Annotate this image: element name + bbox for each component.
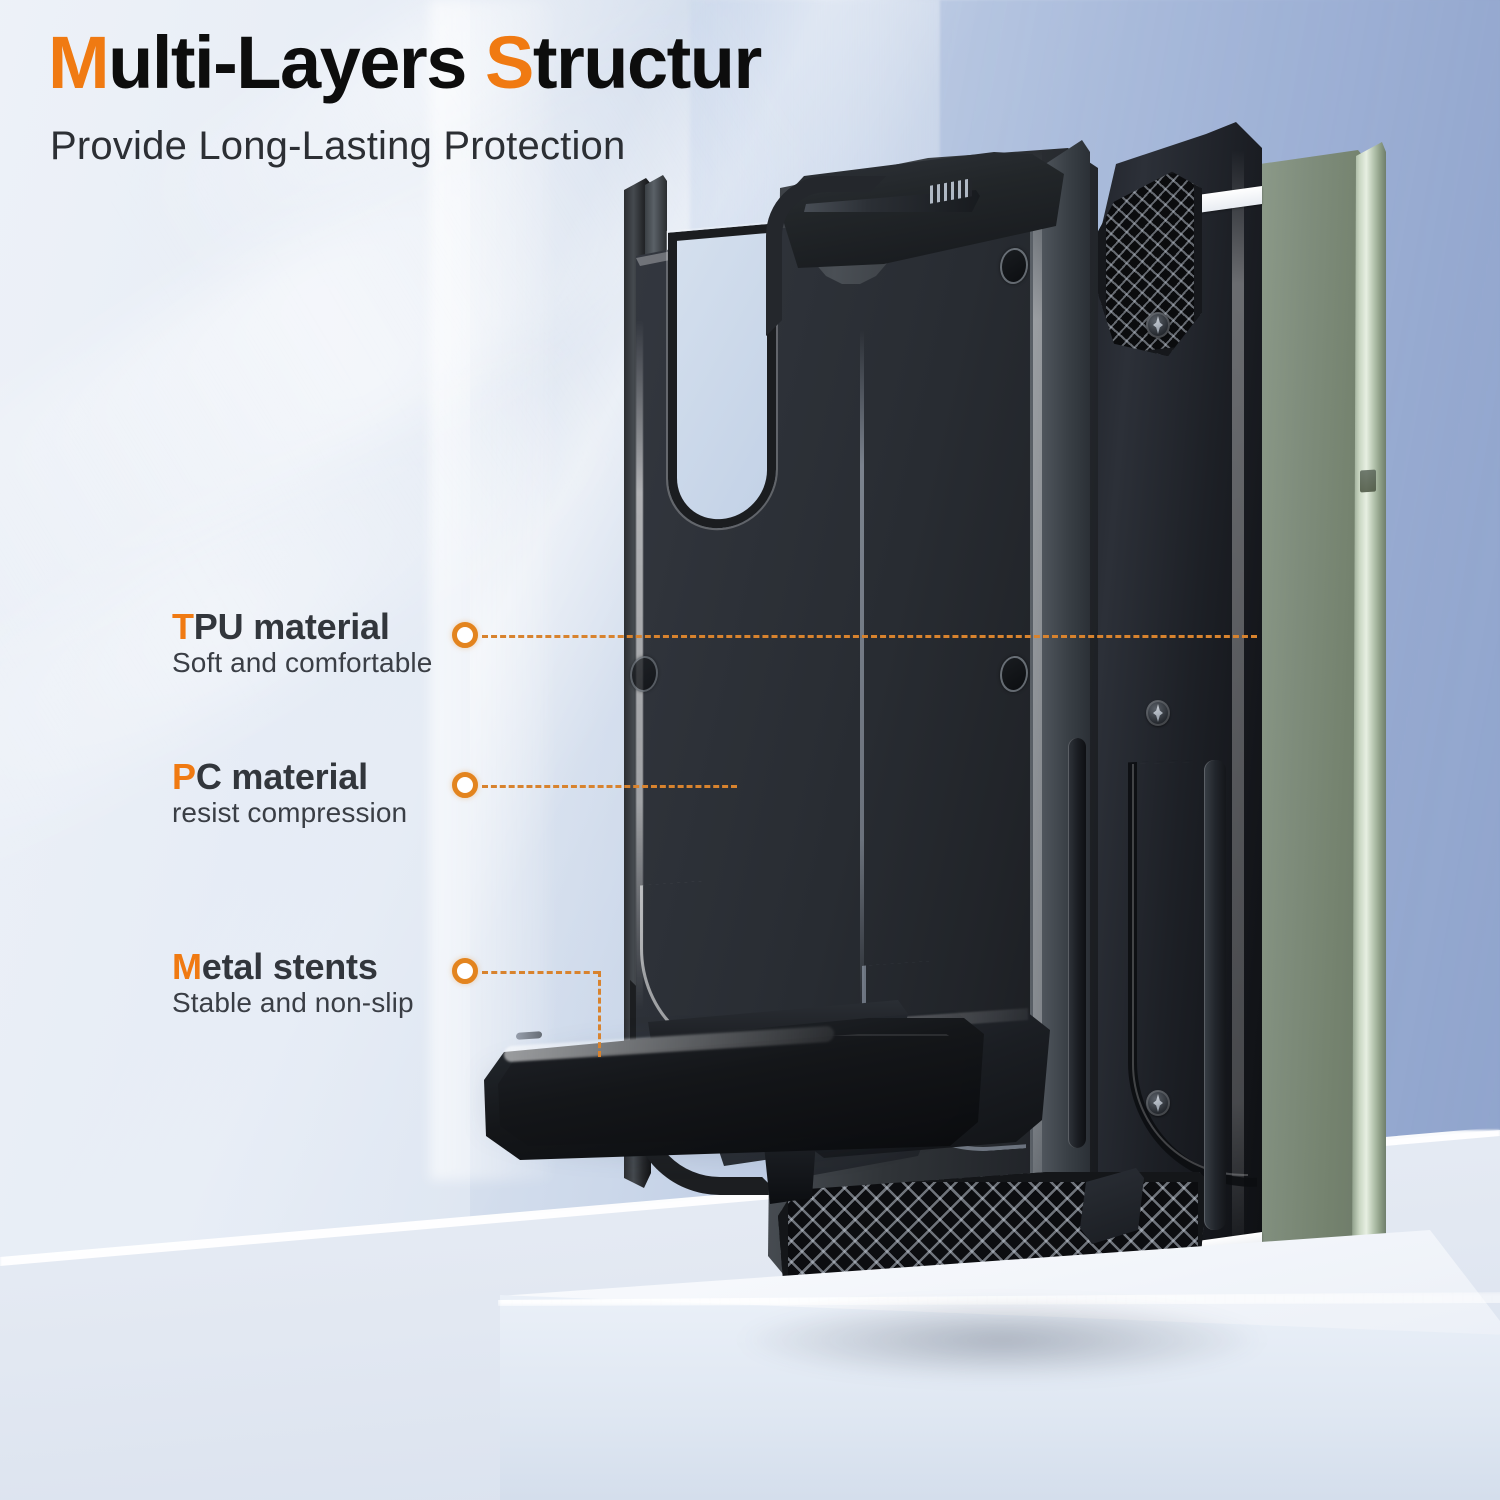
- callout-metal-heading: Metal stents: [172, 946, 414, 987]
- callout-tpu-subtext: Soft and comfortable: [172, 647, 433, 679]
- screw-icon: [1146, 700, 1170, 726]
- callout-pc-accent-letter: P: [172, 756, 196, 797]
- callout-tpu: TPU material Soft and comfortable: [172, 606, 433, 680]
- callout-marker-pc: [452, 772, 478, 798]
- corner-bracket: [766, 176, 906, 346]
- page-title: Multi-Layers Structur: [48, 26, 762, 100]
- callout-metal: Metal stents Stable and non-slip: [172, 946, 414, 1020]
- bumper-edge-highlight: [1232, 150, 1244, 1270]
- callout-pc-heading-rest: C material: [195, 756, 368, 797]
- title-text-suffix: tructur: [532, 21, 762, 104]
- page-subtitle: Provide Long-Lasting Protection: [50, 124, 626, 168]
- phone-side-edge: [1352, 142, 1386, 1294]
- callout-tpu-heading: TPU material: [172, 606, 432, 647]
- callout-pc-heading: PC material: [172, 756, 407, 797]
- phone-side-button: [1360, 469, 1376, 493]
- callout-pc-subtext: resist compression: [172, 797, 408, 829]
- phone-body: [1246, 150, 1368, 1285]
- screw-icon: [1146, 1090, 1170, 1116]
- screw-icon: [1146, 312, 1170, 338]
- kickstand-foot: [764, 1146, 816, 1204]
- callout-marker-metal: [452, 958, 478, 984]
- leader-line-metal-horizontal: [482, 971, 599, 974]
- callout-marker-tpu: [452, 622, 478, 648]
- leader-line-metal-vertical: [598, 971, 601, 1057]
- callout-metal-accent-letter: M: [172, 946, 202, 987]
- side-slider-rail-outer: [1204, 759, 1226, 1231]
- callout-metal-subtext: Stable and non-slip: [172, 987, 414, 1019]
- title-text-mid: ulti-Layers: [108, 21, 485, 104]
- callout-pc: PC material resist compression: [172, 756, 408, 830]
- title-accent-letter-s: S: [484, 21, 534, 104]
- leader-line-pc: [482, 785, 737, 788]
- title-accent-letter-m: M: [48, 21, 110, 104]
- bumper-curve-highlight: [1132, 759, 1248, 1181]
- pc-plate-seam: [860, 329, 864, 1011]
- callout-metal-heading-rest: etal stents: [201, 946, 378, 987]
- callout-tpu-heading-rest: PU material: [193, 606, 390, 647]
- side-slider-rail: [1068, 737, 1086, 1149]
- leader-line-tpu: [482, 635, 1257, 638]
- callout-tpu-accent-letter: T: [172, 606, 194, 647]
- product-shadow: [742, 1300, 1262, 1380]
- camera-cutout: [668, 223, 776, 533]
